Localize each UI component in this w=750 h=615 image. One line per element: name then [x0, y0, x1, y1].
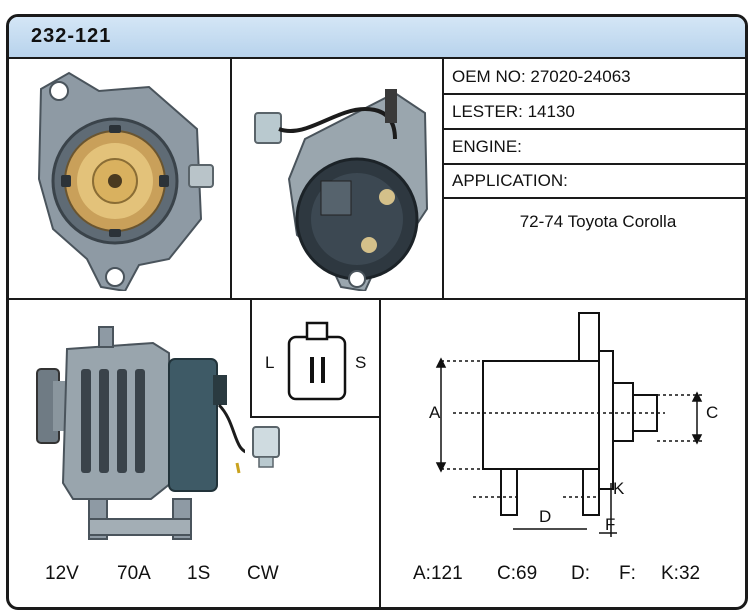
divider-spec-2	[442, 128, 745, 130]
divider-spec-1	[442, 93, 745, 95]
divider-spec-4	[442, 197, 745, 199]
divider-row	[9, 298, 745, 300]
terminal: 1S	[187, 563, 211, 584]
lester-number: LESTER: 14130	[452, 102, 575, 121]
alternator-side-photo	[36, 326, 245, 540]
divider-spec-3	[442, 163, 745, 165]
dimension-label-a: A	[429, 403, 441, 422]
divider-bottom-mid	[379, 298, 381, 607]
spec-sheet: 232-121 OEM NO: 27020-24063 LESTER: 1413…	[6, 14, 748, 610]
connector-diagram	[287, 321, 347, 401]
dimension-a: A:121	[413, 563, 463, 584]
amperage: 70A	[117, 563, 151, 584]
application-value: 72-74 Toyota Corolla	[519, 212, 677, 231]
dimension-label-f: F	[605, 515, 616, 534]
voltage: 12V	[45, 563, 79, 584]
title-bar: 232-121	[9, 17, 745, 59]
dimension-label-d: D	[539, 507, 552, 526]
divider-connector	[250, 416, 381, 418]
dimension-k: K:32	[661, 563, 701, 584]
divider-col-1	[230, 57, 232, 300]
divider-bottom-left	[250, 298, 252, 418]
plug-connector-photo	[252, 426, 280, 468]
dimension-d: D:	[571, 563, 590, 584]
connector-label-l: L	[265, 353, 275, 372]
dimension-label-k: K	[613, 479, 625, 498]
divider-col-2	[442, 57, 444, 300]
dimension-c: C:69	[497, 563, 538, 584]
alternator-front-photo	[37, 71, 214, 291]
dimension-drawing	[435, 312, 703, 537]
oem-number: OEM NO: 27020-24063	[452, 67, 631, 86]
engine-label: ENGINE:	[452, 137, 522, 156]
rotation: CW	[247, 563, 279, 584]
alternator-rear-photo	[254, 89, 429, 291]
part-number: 232-121	[31, 25, 112, 47]
application-label: APPLICATION:	[452, 171, 568, 190]
dimension-label-c: C	[706, 403, 719, 422]
connector-label-s: S	[355, 353, 367, 372]
dimension-f: F:	[619, 563, 636, 584]
